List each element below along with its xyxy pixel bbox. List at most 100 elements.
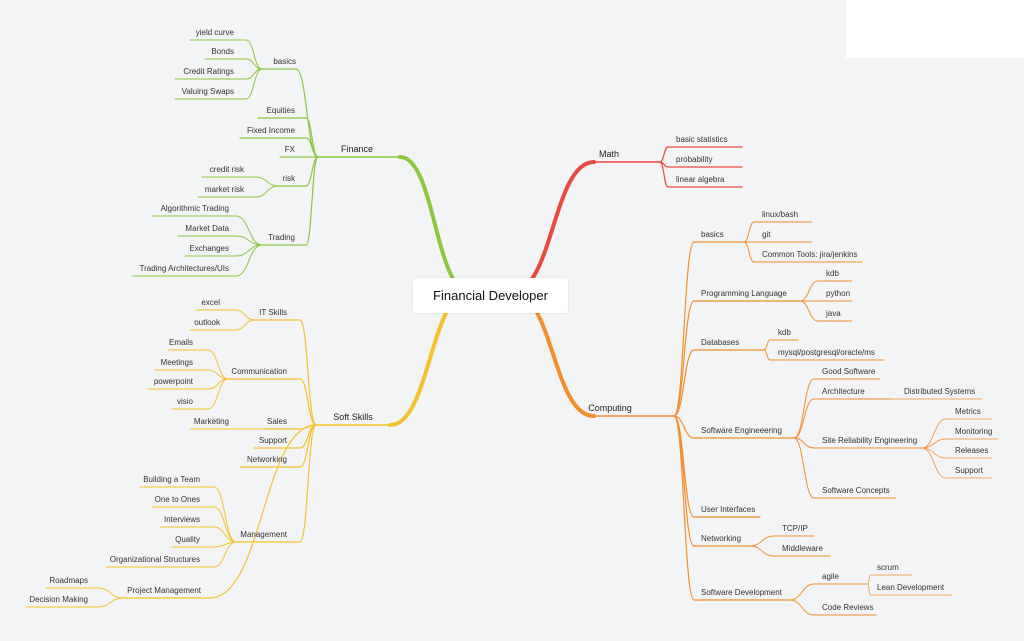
node-fixed-income[interactable]: Fixed Income — [246, 126, 295, 135]
link-metrics — [921, 418, 947, 449]
node-git[interactable]: git — [762, 230, 771, 239]
node-quality[interactable]: Quality — [175, 535, 200, 544]
node-databases[interactable]: Databases — [701, 338, 740, 347]
node-scrum[interactable]: scrum — [877, 563, 899, 572]
link-decision-making — [97, 597, 124, 608]
node-meetings[interactable]: Meetings — [160, 358, 193, 367]
link-interviews — [213, 526, 237, 543]
branch-label-computing[interactable]: Computing — [588, 403, 632, 413]
link-roadmaps — [97, 587, 124, 599]
node-linux-bash[interactable]: linux/bash — [762, 210, 799, 219]
node-risk[interactable]: risk — [282, 174, 295, 183]
node-market-data[interactable]: Market Data — [185, 224, 229, 233]
node-programming-language[interactable]: Programming Language — [701, 289, 787, 298]
node-support[interactable]: Support — [955, 466, 984, 475]
node-roadmaps[interactable]: Roadmaps — [49, 576, 88, 585]
node-yield-curve[interactable]: yield curve — [195, 28, 234, 37]
link-architecture — [793, 398, 815, 439]
node-it-skills[interactable]: IT Skills — [259, 308, 287, 317]
node-valuing-swaps[interactable]: Valuing Swaps — [181, 87, 234, 96]
node-kdb[interactable]: kdb — [826, 269, 839, 278]
node-software-development[interactable]: Software Development — [701, 588, 782, 597]
node-interviews[interactable]: Interviews — [163, 515, 200, 524]
node-code-reviews[interactable]: Code Reviews — [822, 603, 874, 612]
link-agile — [789, 583, 815, 601]
link-software-development — [673, 415, 695, 601]
link-good-software — [793, 378, 815, 439]
link-building-a-team — [213, 486, 237, 543]
node-trading-architectures-uis[interactable]: Trading Architectures/UIs — [139, 264, 229, 273]
node-excel[interactable]: excel — [201, 298, 220, 307]
node-marketing[interactable]: Marketing — [193, 417, 229, 426]
node-metrics[interactable]: Metrics — [955, 407, 981, 416]
node-sales[interactable]: Sales — [266, 417, 287, 426]
node-tcp-ip[interactable]: TCP/IP — [782, 524, 808, 533]
node-project-management[interactable]: Project Management — [127, 586, 201, 595]
link-organizational-structures — [213, 541, 237, 568]
node-probability[interactable]: probability — [676, 155, 713, 164]
node-linear-algebra[interactable]: linear algebra — [676, 175, 725, 184]
node-credit-ratings[interactable]: Credit Ratings — [183, 67, 234, 76]
node-support[interactable]: Support — [258, 436, 287, 445]
link-trading — [305, 156, 319, 246]
node-bonds[interactable]: Bonds — [211, 47, 234, 56]
node-organizational-structures[interactable]: Organizational Structures — [109, 555, 200, 564]
node-management[interactable]: Management — [240, 530, 287, 539]
node-basics[interactable]: basics — [701, 230, 724, 239]
node-outlook[interactable]: outlook — [194, 318, 220, 327]
link-excel — [235, 309, 255, 321]
link-software-concepts — [793, 437, 815, 499]
link-outlook — [235, 319, 255, 331]
node-middleware[interactable]: Middleware — [782, 544, 823, 553]
node-software-engineeering[interactable]: Software Engineeering — [701, 426, 782, 435]
node-equities[interactable]: Equities — [266, 106, 295, 115]
node-fx[interactable]: FX — [284, 145, 295, 154]
link-market-data — [235, 235, 263, 246]
node-lean-development[interactable]: Lean Development — [877, 583, 945, 592]
node-java[interactable]: java — [826, 309, 841, 318]
node-networking[interactable]: Networking — [246, 455, 287, 464]
branch-label-finance[interactable]: Finance — [340, 144, 374, 154]
link-middleware — [749, 545, 775, 557]
node-visio[interactable]: visio — [176, 397, 193, 406]
node-building-a-team[interactable]: Building a Team — [143, 475, 200, 484]
node-user-interfaces[interactable]: User Interfaces — [701, 505, 756, 514]
node-decision-making[interactable]: Decision Making — [29, 595, 88, 604]
node-software-concepts[interactable]: Software Concepts — [822, 486, 890, 495]
node-mysql-postgresql-oracle-ms[interactable]: mysql/postgresql/oracle/ms — [778, 348, 875, 357]
node-releases[interactable]: Releases — [955, 446, 989, 455]
node-market-risk[interactable]: market risk — [204, 185, 244, 194]
node-good-software[interactable]: Good Software — [822, 367, 876, 376]
link-market-risk — [255, 185, 279, 198]
link-linear-algebra — [659, 161, 669, 188]
link-project-management — [209, 424, 317, 599]
link-valuing-swaps — [245, 68, 263, 100]
link-kdb — [799, 280, 819, 302]
node-basics[interactable]: basics — [273, 57, 296, 66]
node-exchanges[interactable]: Exchanges — [189, 244, 229, 253]
node-kdb[interactable]: kdb — [778, 328, 791, 337]
node-trading[interactable]: Trading — [268, 233, 295, 242]
node-networking[interactable]: Networking — [701, 534, 742, 543]
branch-label-soft-skills[interactable]: Soft Skills — [333, 412, 373, 422]
link-programming-language — [673, 300, 695, 417]
node-architecture[interactable]: Architecture — [822, 387, 865, 396]
link-visio — [207, 378, 229, 410]
node-distributed-systems[interactable]: Distributed Systems — [904, 387, 976, 396]
node-emails[interactable]: Emails — [168, 338, 193, 347]
branch-label-math[interactable]: Math — [598, 149, 620, 159]
node-python[interactable]: python — [826, 289, 851, 298]
node-common-tools-jira-jenkins[interactable]: Common Tools: jira/jenkins — [762, 250, 858, 259]
node-monitoring[interactable]: Monitoring — [955, 427, 993, 436]
root-node[interactable]: Financial Developer — [413, 278, 568, 313]
node-basic-statistics[interactable]: basic statistics — [676, 135, 728, 144]
node-site-reliability-engineering[interactable]: Site Reliability Engineering — [822, 436, 918, 445]
node-agile[interactable]: agile — [822, 572, 839, 581]
node-one-to-ones[interactable]: One to Ones — [154, 495, 200, 504]
node-algorithmic-trading[interactable]: Algorithmic Trading — [160, 204, 229, 213]
node-credit-risk[interactable]: credit risk — [209, 165, 244, 174]
node-communication[interactable]: Communication — [231, 367, 287, 376]
link-tcp-ip — [749, 535, 775, 547]
node-powerpoint[interactable]: powerpoint — [153, 377, 193, 386]
